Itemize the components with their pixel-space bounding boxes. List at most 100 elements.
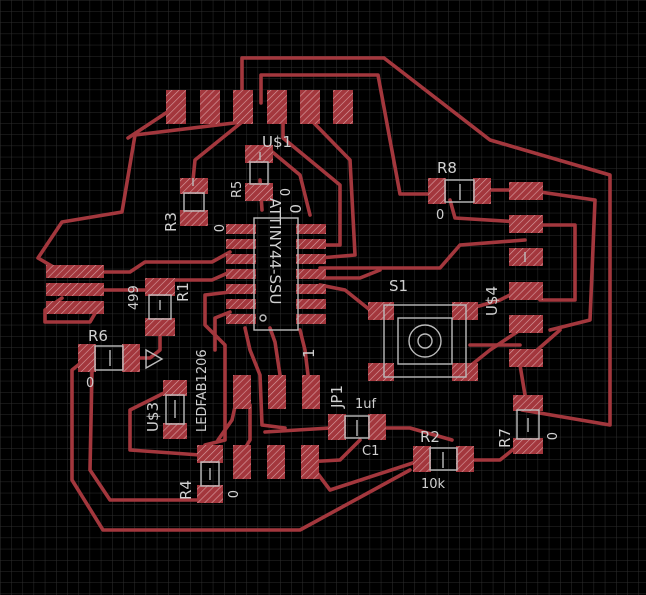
label-led: LEDFAB1206 — [195, 349, 210, 432]
ftdi-pad — [46, 265, 104, 278]
label-c1-value: 1uf — [355, 397, 377, 412]
label-r1-value: 499 — [127, 285, 142, 310]
s1-button — [408, 324, 442, 358]
label-ic-value: 0 — [286, 204, 304, 214]
s1-pad — [452, 302, 478, 320]
us4-pad — [509, 349, 543, 367]
us4-pad — [509, 215, 543, 233]
header2-pad — [267, 445, 285, 479]
ic-pin — [226, 284, 256, 294]
ic-pin1-marker — [259, 314, 267, 322]
us4-pad — [509, 248, 543, 266]
r1-pad — [145, 318, 175, 336]
r7-pad — [513, 395, 543, 411]
label-r4-value: 0 — [224, 490, 239, 498]
ic-pin — [226, 269, 256, 279]
us4-pad — [509, 315, 543, 333]
s1-pad — [368, 302, 394, 320]
ftdi-pad — [46, 283, 104, 296]
label-r5-value: 0 — [276, 188, 291, 196]
label-r2-value: 10k — [421, 477, 446, 492]
ic-pin — [226, 254, 256, 264]
ic-pin — [226, 239, 256, 249]
r6-outline — [94, 345, 124, 371]
label-r3: R3 — [162, 212, 180, 232]
r1-outline — [148, 294, 172, 320]
r5-pad — [245, 145, 273, 163]
ic-pin — [226, 299, 256, 309]
s1-outline — [383, 304, 467, 378]
jp1-pad — [302, 375, 320, 409]
header-pad — [233, 90, 253, 124]
label-r3-value: 0 — [210, 224, 225, 232]
ic-pin — [296, 284, 326, 294]
label-c1: C1 — [362, 444, 379, 459]
label-r4: R4 — [177, 480, 195, 500]
label-r5: R5 — [230, 181, 245, 198]
header-pad — [166, 90, 186, 124]
header-pad — [267, 90, 287, 124]
ic-pin — [296, 239, 326, 249]
label-jp1-pin: 1 — [300, 348, 318, 358]
c1-pad — [328, 414, 346, 440]
ic-pin — [296, 314, 326, 324]
r4-outline — [200, 461, 220, 487]
led-symbol — [145, 348, 164, 370]
r8-pad — [473, 178, 491, 204]
pads — [46, 90, 543, 503]
ic-pin — [296, 299, 326, 309]
label-r6: R6 — [88, 327, 108, 345]
label-r2: R2 — [420, 428, 440, 446]
header-pad — [300, 90, 320, 124]
jp1-pad — [233, 375, 251, 409]
r7-pad — [513, 438, 543, 454]
r3-pad — [180, 210, 208, 226]
ic-pin — [226, 224, 256, 234]
ic-pin — [296, 224, 326, 234]
us3-pad — [163, 380, 187, 396]
label-s1: S1 — [389, 277, 408, 295]
s1-inner — [397, 317, 453, 365]
r8-pad — [428, 178, 446, 204]
ftdi-pad — [46, 301, 104, 314]
us3-outline — [165, 394, 185, 425]
jp1-pad — [268, 375, 286, 409]
r8-outline — [444, 179, 475, 203]
s1-pad — [368, 363, 394, 381]
s1-button-inner — [417, 333, 433, 349]
header2-pad — [233, 445, 251, 479]
header-pad — [333, 90, 353, 124]
s1-pad — [452, 363, 478, 381]
label-jp1: JP1 — [328, 385, 346, 409]
header2-pad — [301, 445, 319, 479]
silkscreen-outlines — [94, 152, 540, 487]
r1-pad — [145, 278, 175, 296]
c1-pad — [368, 414, 386, 440]
ic-pin — [226, 314, 256, 324]
label-r8: R8 — [437, 159, 457, 177]
label-us4: U$4 — [483, 286, 501, 316]
us3-pad — [163, 423, 187, 439]
r7-outline — [516, 409, 540, 440]
us4-pad — [509, 282, 543, 300]
ic-pin — [296, 254, 326, 264]
r5-pad — [245, 183, 273, 201]
r3-outline — [183, 192, 205, 212]
r4-pad — [197, 445, 223, 463]
r4-pad — [197, 485, 223, 503]
label-r8-value: 0 — [436, 208, 444, 223]
r2-pad — [413, 446, 431, 472]
r2-pad — [456, 446, 474, 472]
label-attiny: ATTINY44-SSU — [266, 198, 284, 305]
silkscreen-labels: U$1 ATTINY44-SSU R5 0 0 R3 0 R8 0 R1 499… — [86, 133, 558, 500]
header-pad — [200, 90, 220, 124]
label-r1: R1 — [174, 282, 192, 302]
r6-pad — [78, 344, 96, 372]
label-r6-value: 0 — [86, 376, 94, 391]
r2-outline — [429, 447, 458, 471]
ic-outline — [253, 217, 299, 331]
us4-pad — [509, 182, 543, 200]
c1-outline — [344, 415, 370, 439]
